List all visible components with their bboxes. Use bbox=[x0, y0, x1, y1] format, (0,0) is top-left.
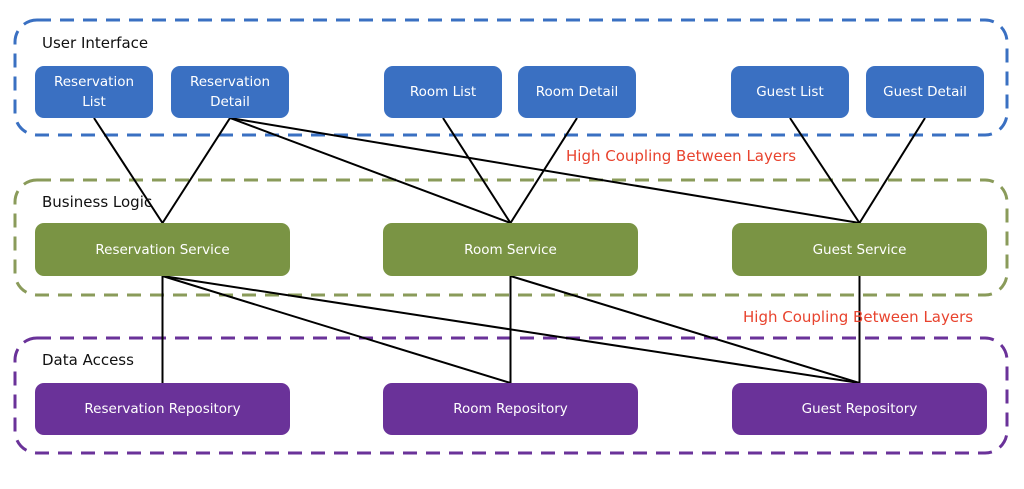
node-guest-repository: Guest Repository bbox=[732, 383, 987, 435]
edge-reservation-list-to-reservation-service bbox=[93, 117, 164, 224]
edge-room-service-to-guest-repository bbox=[510, 275, 860, 384]
edge-room-detail-to-room-service bbox=[509, 117, 578, 224]
edge-room-list-to-room-service bbox=[442, 117, 512, 224]
edge-reservation-detail-to-room-service bbox=[229, 117, 511, 224]
edge-guest-detail-to-guest-service bbox=[858, 117, 926, 224]
coupling-annotation-lower: High Coupling Between Layers bbox=[743, 308, 974, 326]
node-room-detail: Room Detail bbox=[518, 66, 636, 118]
edge-reservation-service-to-room-repository bbox=[162, 275, 511, 384]
node-room-service: Room Service bbox=[383, 223, 638, 276]
layer-label-ui: User Interface bbox=[42, 34, 149, 52]
node-reservation-repository: Reservation Repository bbox=[35, 383, 290, 435]
layer-label-business: Business Logic bbox=[42, 193, 153, 211]
node-reservation-list: Reservation List bbox=[35, 66, 153, 118]
edge-reservation-detail-to-reservation-service bbox=[161, 117, 231, 224]
node-guest-service: Guest Service bbox=[732, 223, 987, 276]
node-room-list: Room List bbox=[384, 66, 502, 118]
node-reservation-service: Reservation Service bbox=[35, 223, 290, 276]
coupling-annotation-upper: High Coupling Between Layers bbox=[566, 147, 797, 165]
layer-frame-ui bbox=[13, 18, 1009, 137]
node-guest-detail: Guest Detail bbox=[866, 66, 984, 118]
node-room-repository: Room Repository bbox=[383, 383, 638, 435]
layer-frame-business bbox=[13, 178, 1009, 297]
edges bbox=[93, 117, 926, 384]
node-guest-list: Guest List bbox=[731, 66, 849, 118]
layer-label-data: Data Access bbox=[42, 351, 134, 369]
edge-guest-list-to-guest-service bbox=[789, 117, 861, 224]
node-reservation-detail: Reservation Detail bbox=[171, 66, 289, 118]
